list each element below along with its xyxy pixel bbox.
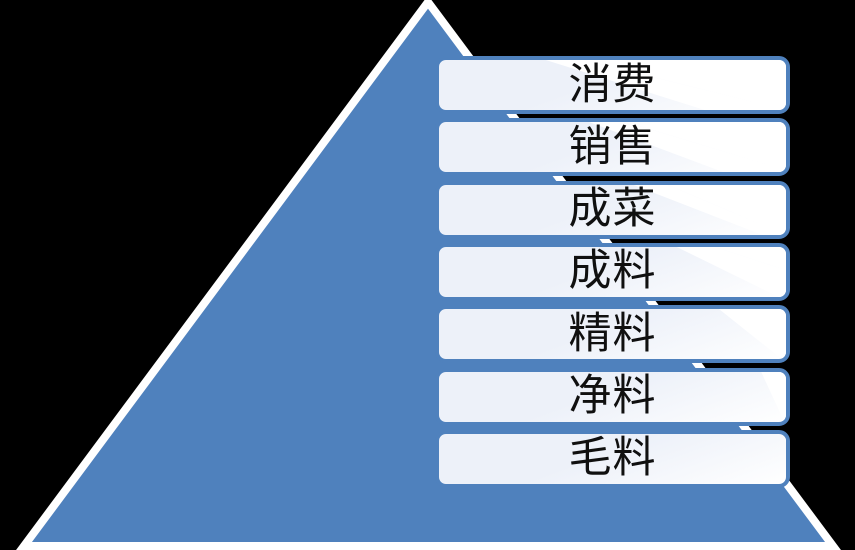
- pyramid-level-2[interactable]: 销售: [435, 118, 790, 177]
- pyramid-level-stack: 消费 销售 成菜 成料 精: [435, 56, 790, 488]
- pyramid-level-5-label: 精料: [568, 308, 657, 359]
- pyramid-level-4-label: 成料: [568, 246, 657, 297]
- pyramid-level-1[interactable]: 消费: [435, 56, 790, 114]
- pyramid-level-3[interactable]: 成菜: [435, 180, 790, 239]
- pyramid-level-2-label: 销售: [568, 121, 657, 172]
- pyramid-level-6-label: 净料: [568, 371, 657, 422]
- pyramid-level-7-label: 毛料: [568, 433, 657, 484]
- pyramid-level-5[interactable]: 精料: [435, 305, 790, 364]
- pyramid-level-3-label: 成菜: [568, 184, 657, 235]
- pyramid-level-1-label: 消费: [568, 59, 657, 110]
- pyramid-level-7[interactable]: 毛料: [435, 429, 790, 488]
- pyramid-level-6[interactable]: 净料: [435, 367, 790, 426]
- pyramid-level-4[interactable]: 成料: [435, 242, 790, 301]
